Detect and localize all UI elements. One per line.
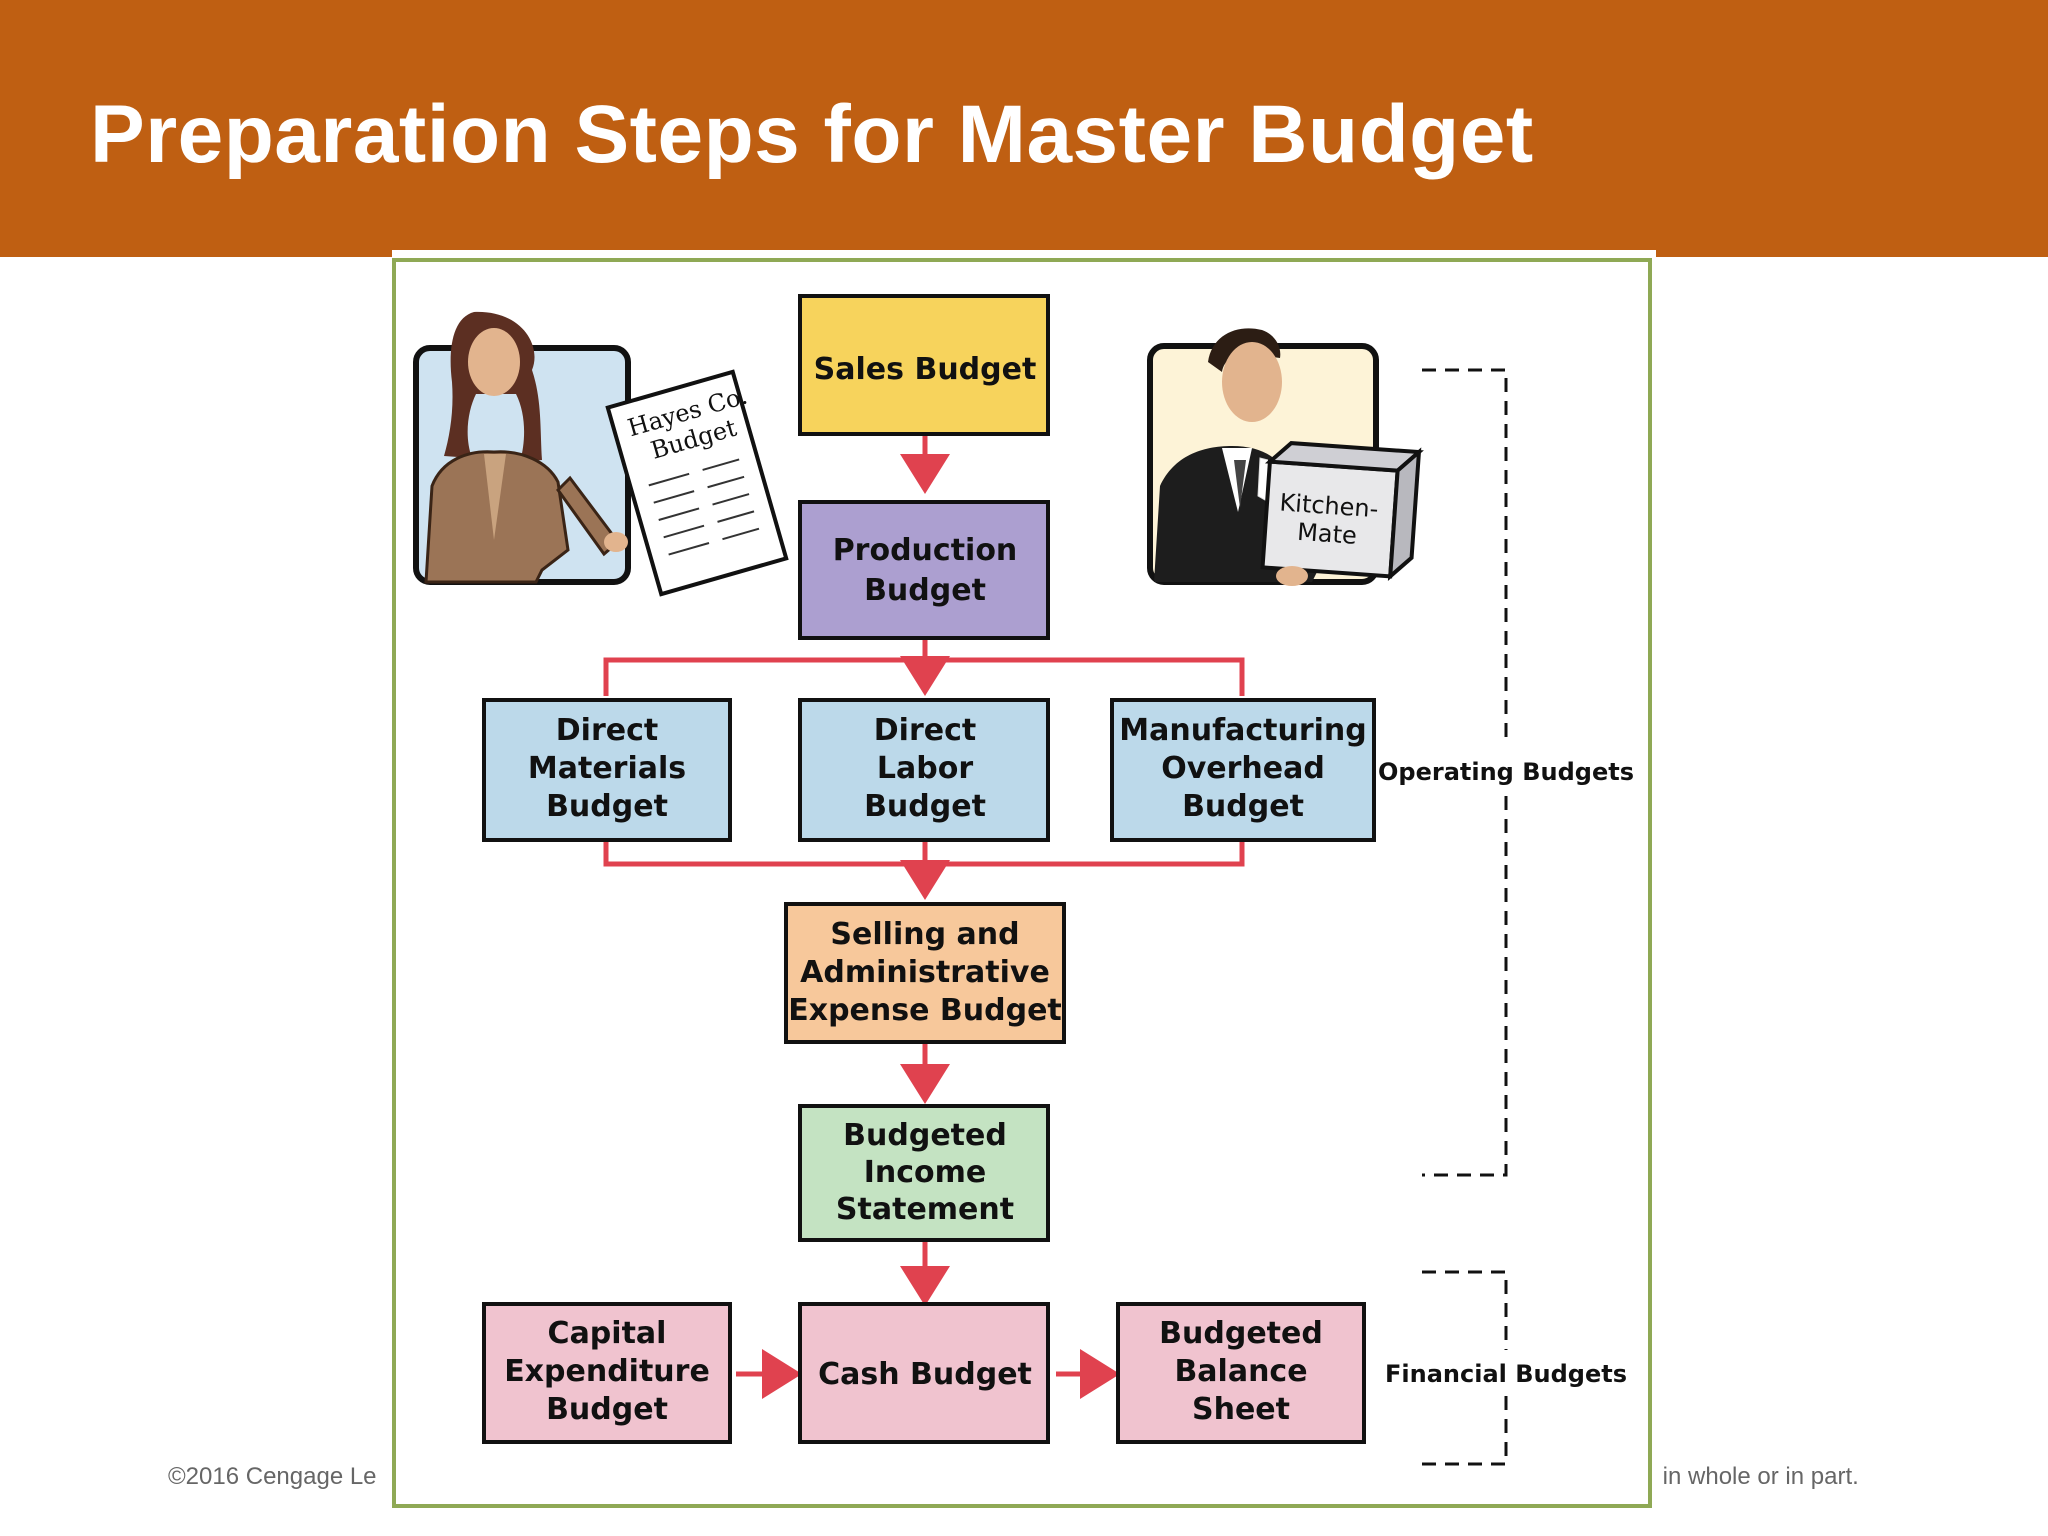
capital-expenditure-line1: Capital: [548, 1316, 667, 1351]
manufacturing-overhead-line1: Manufacturing: [1119, 713, 1367, 748]
man-carrying-box-icon: Kitchen- Mate: [1147, 328, 1424, 586]
income-statement-line2: Income: [864, 1155, 987, 1190]
capital-expenditure-line3: Budget: [546, 1392, 668, 1427]
income-statement-line3: Statement: [836, 1192, 1014, 1227]
operating-budgets-label: Operating Budgets: [1378, 758, 1634, 786]
balance-sheet-line1: Budgeted: [1159, 1316, 1323, 1351]
node-manufacturing-overhead: Manufacturing Overhead Budget: [1110, 698, 1376, 842]
operating-budgets-bracket: Operating Budgets: [1378, 368, 1634, 1177]
production-budget-line2: Budget: [864, 573, 986, 608]
sales-budget-label: Sales Budget: [814, 352, 1037, 387]
footer-copyright: ©2016 Cengage Le: [168, 1463, 377, 1490]
cash-budget-label: Cash Budget: [818, 1357, 1032, 1392]
income-statement-line1: Budgeted: [843, 1118, 1007, 1153]
node-production-budget: Production Budget: [798, 500, 1050, 640]
direct-materials-line2: Materials: [528, 751, 686, 786]
selling-admin-line3: Expense Budget: [788, 993, 1062, 1028]
node-sales-budget: Sales Budget: [798, 294, 1050, 436]
capital-expenditure-line2: Expenditure: [504, 1354, 710, 1389]
direct-labor-line2: Labor: [877, 751, 973, 786]
balance-sheet-line2: Balance: [1174, 1354, 1307, 1389]
node-capital-expenditure: Capital Expenditure Budget: [482, 1302, 732, 1444]
box-text-line2: Mate: [1296, 518, 1357, 550]
box-text-line1: Kitchen-: [1279, 488, 1380, 523]
flowchart: Hayes Co. Budget: [392, 258, 1652, 1508]
direct-materials-line3: Budget: [546, 789, 668, 824]
connectors: [603, 436, 1245, 1399]
selling-admin-line1: Selling and: [830, 917, 1019, 952]
header-bar: [0, 0, 2048, 257]
node-direct-labor: Direct Labor Budget: [798, 698, 1050, 842]
slide-title: Preparation Steps for Master Budget: [90, 89, 1534, 180]
manufacturing-overhead-line3: Budget: [1182, 789, 1304, 824]
node-budgeted-balance-sheet: Budgeted Balance Sheet: [1116, 1302, 1366, 1444]
footer-rights: e, in whole or in part.: [1636, 1463, 1859, 1490]
manufacturing-overhead-line2: Overhead: [1161, 751, 1325, 786]
direct-materials-line1: Direct: [556, 713, 658, 748]
master-budget-figure: Hayes Co. Budget: [392, 250, 1656, 1508]
financial-budgets-label: Financial Budgets: [1385, 1360, 1627, 1388]
node-selling-admin: Selling and Administrative Expense Budge…: [784, 902, 1066, 1044]
production-budget-line1: Production: [833, 533, 1018, 568]
selling-admin-line2: Administrative: [800, 955, 1050, 990]
direct-labor-line3: Budget: [864, 789, 986, 824]
branch-line-top: [603, 657, 1245, 696]
node-cash-budget: Cash Budget: [798, 1302, 1050, 1444]
balance-sheet-line3: Sheet: [1192, 1392, 1290, 1427]
woman-holding-budget-icon: Hayes Co. Budget: [413, 311, 789, 597]
financial-budgets-bracket: Financial Budgets: [1385, 1270, 1627, 1466]
node-budgeted-income-statement: Budgeted Income Statement: [798, 1104, 1050, 1242]
node-direct-materials: Direct Materials Budget: [482, 698, 732, 842]
direct-labor-line1: Direct: [874, 713, 976, 748]
